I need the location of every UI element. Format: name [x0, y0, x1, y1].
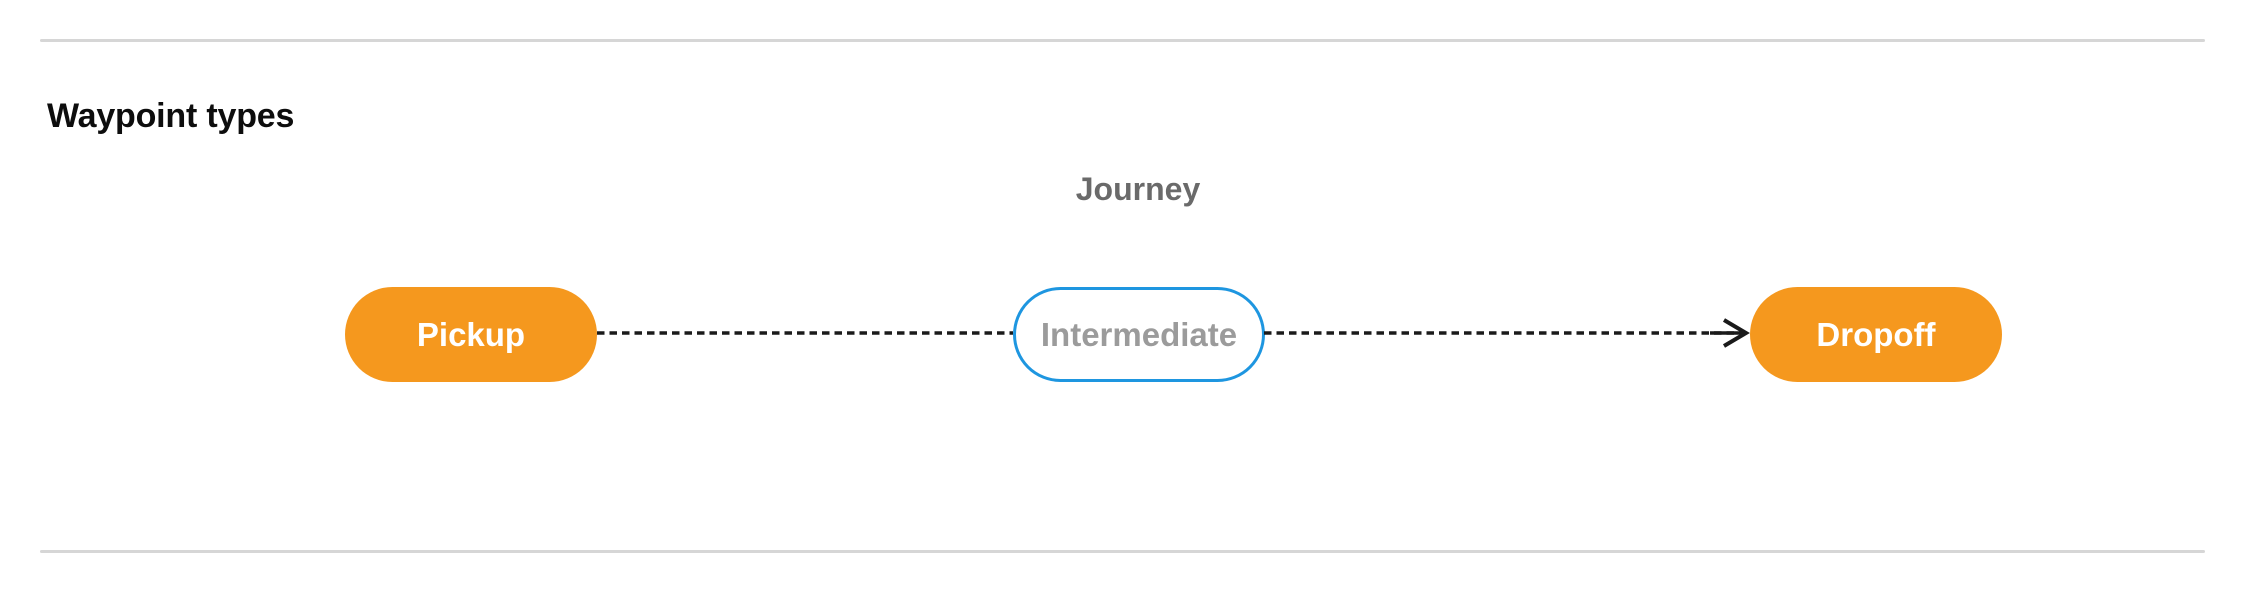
intermediate-to-dropoff-connector	[1264, 318, 1750, 348]
intermediate-node-label: Intermediate	[1040, 315, 1238, 353]
section-title: Waypoint types	[47, 97, 295, 136]
bottom-divider	[40, 550, 2205, 553]
pickup-node-label: Pickup	[416, 315, 526, 353]
pickup-node: Pickup	[345, 287, 597, 382]
top-divider	[40, 39, 2205, 42]
arrowhead-icon	[1722, 318, 1750, 348]
pickup-to-intermediate-connector	[597, 331, 1013, 335]
journey-diagram-title: Journey	[1075, 171, 1201, 207]
dropoff-node-label: Dropoff	[1816, 315, 1936, 353]
dropoff-node: Dropoff	[1750, 287, 2002, 382]
intermediate-node: Intermediate	[1013, 287, 1265, 382]
